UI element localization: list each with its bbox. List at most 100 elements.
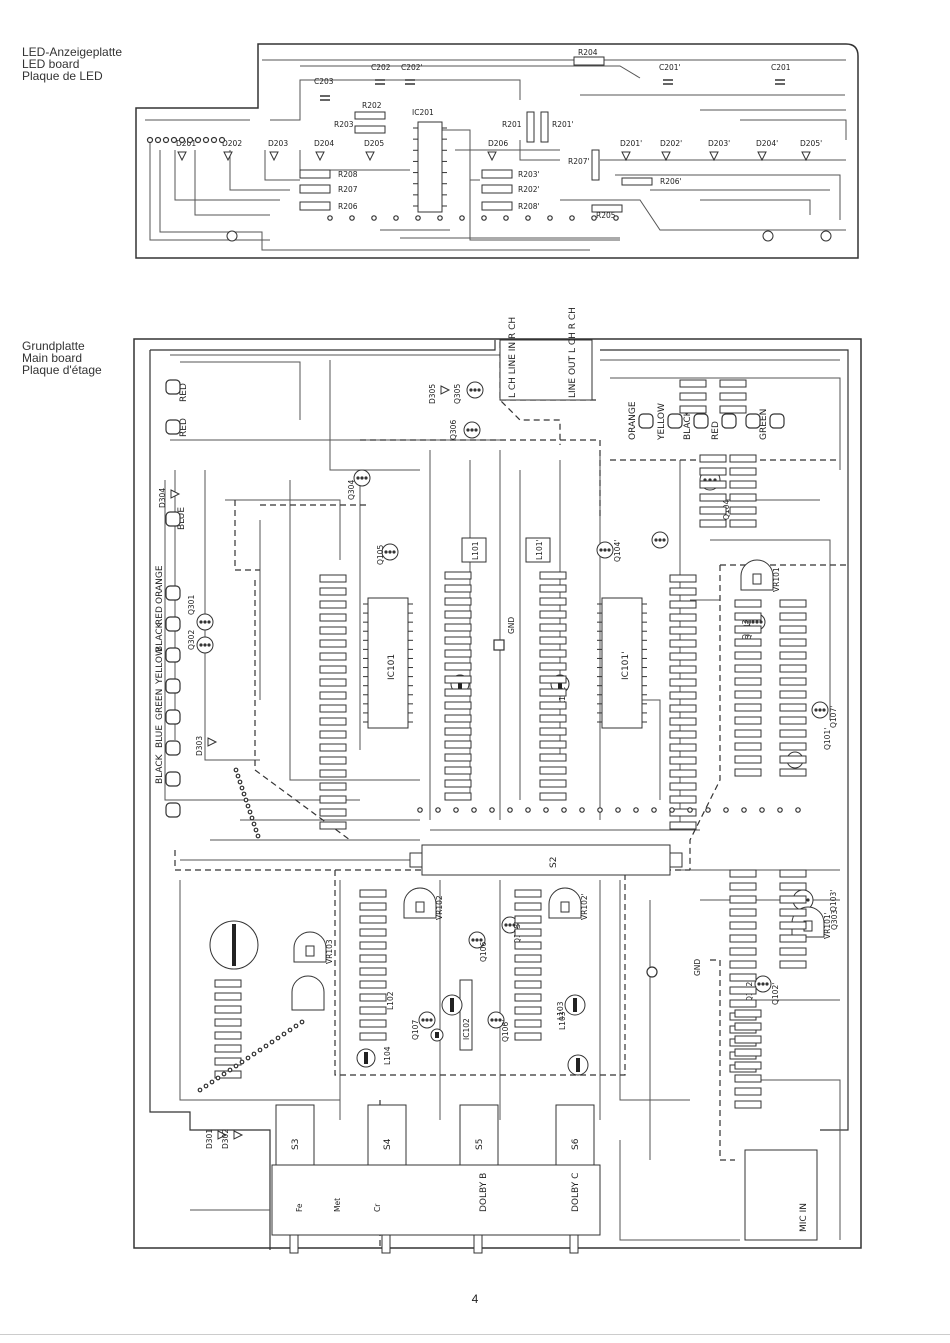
solder-pad xyxy=(146,136,154,144)
component-label: Q304 xyxy=(347,480,356,500)
resistor xyxy=(779,690,807,699)
wire-pad xyxy=(165,419,181,435)
resistor xyxy=(539,753,567,762)
component-label: Q107 xyxy=(411,1020,420,1040)
component-label: L103 xyxy=(556,1001,565,1020)
resistor xyxy=(539,610,567,619)
resistor xyxy=(539,584,567,593)
resistor xyxy=(734,1074,762,1083)
switch-label: S2 xyxy=(549,857,559,868)
resistor xyxy=(359,967,387,976)
resistor xyxy=(539,688,567,697)
resistor xyxy=(669,600,697,609)
resistor xyxy=(514,915,542,924)
wire-pad xyxy=(721,413,737,429)
resistor xyxy=(359,1006,387,1015)
trimmer-potentiometer xyxy=(740,559,774,591)
resistor xyxy=(729,986,757,995)
resistor xyxy=(734,677,762,686)
mounting-hole xyxy=(226,230,238,242)
resistor xyxy=(779,960,807,969)
resistor xyxy=(539,792,567,801)
electrolytic-capacitor xyxy=(567,1054,589,1076)
resistor xyxy=(729,908,757,917)
resistor xyxy=(729,454,757,463)
resistor xyxy=(444,740,472,749)
ic101-prime-label: IC101' xyxy=(621,651,631,680)
resistor xyxy=(359,915,387,924)
trimmer-potentiometer xyxy=(293,931,327,963)
resistor xyxy=(734,690,762,699)
slide-switch xyxy=(459,1104,499,1166)
solder-pad xyxy=(435,807,441,813)
resistor xyxy=(444,779,472,788)
solder-pad xyxy=(249,815,255,821)
mic-in-jack xyxy=(744,1149,818,1241)
component-label: D206 xyxy=(488,139,508,148)
solder-pad xyxy=(371,215,377,221)
solder-pad xyxy=(233,767,239,773)
component-label: D205' xyxy=(800,139,822,148)
resistor xyxy=(319,704,347,713)
solder-pad xyxy=(613,215,619,221)
gnd-pad xyxy=(493,639,505,651)
solder-pad xyxy=(245,803,251,809)
resistor xyxy=(319,821,347,830)
wire-pad xyxy=(693,413,709,429)
resistor xyxy=(734,729,762,738)
solder-pad xyxy=(287,1027,293,1033)
resistor xyxy=(444,675,472,684)
resistor xyxy=(481,184,513,194)
component-label: R204 xyxy=(578,48,598,57)
component-label: R202' xyxy=(518,185,540,194)
slide-switch xyxy=(555,1104,595,1166)
resistor xyxy=(669,626,697,635)
resistor xyxy=(779,869,807,878)
resistor xyxy=(514,902,542,911)
resistor xyxy=(779,882,807,891)
resistor xyxy=(539,649,567,658)
diode xyxy=(217,1130,228,1140)
resistor xyxy=(573,56,605,66)
trimmer-potentiometer xyxy=(548,887,582,919)
resistor xyxy=(729,934,757,943)
resistor xyxy=(669,717,697,726)
caption-line-fr: Plaque d'étage xyxy=(22,363,102,377)
component-label: Q106' xyxy=(501,1020,510,1042)
resistor xyxy=(729,895,757,904)
transistor xyxy=(353,469,371,487)
resistor xyxy=(444,597,472,606)
resistor xyxy=(779,947,807,956)
resistor xyxy=(719,405,747,414)
transistor xyxy=(487,1011,505,1029)
component-label: D305 xyxy=(428,384,437,404)
switch-position-label: DOLBY C xyxy=(571,1173,581,1212)
solder-pad xyxy=(170,136,178,144)
resistor xyxy=(729,467,757,476)
component-label: D301 xyxy=(205,1129,214,1149)
switch-label: S3 xyxy=(291,1139,301,1150)
solder-pad xyxy=(327,215,333,221)
switch-position-label: Cr xyxy=(373,1203,382,1212)
resistor xyxy=(699,480,727,489)
solder-pad xyxy=(293,1023,299,1029)
resistor xyxy=(779,768,807,777)
component-label: D204 xyxy=(314,139,334,148)
resistor xyxy=(319,691,347,700)
resistor xyxy=(699,467,727,476)
ic101-chip xyxy=(363,597,413,729)
solder-pad xyxy=(669,807,675,813)
resistor xyxy=(514,954,542,963)
component-label: D302 xyxy=(221,1129,230,1149)
component-label: R205 xyxy=(596,211,616,220)
solder-pad xyxy=(245,1055,251,1061)
switch-bank-body xyxy=(271,1164,601,1236)
solder-pad xyxy=(202,136,210,144)
solder-pad xyxy=(459,215,465,221)
resistor xyxy=(359,993,387,1002)
resistor xyxy=(539,766,567,775)
resistor xyxy=(444,662,472,671)
slide-switch xyxy=(367,1104,407,1166)
wire-pad xyxy=(165,678,181,694)
